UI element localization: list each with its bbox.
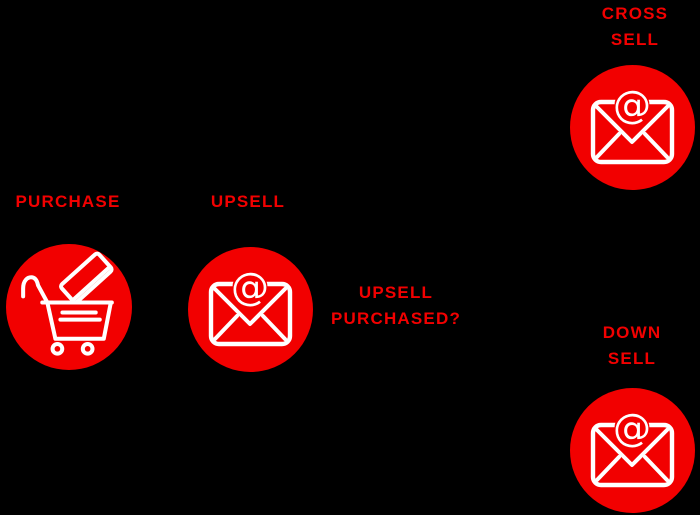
- upsell-label: UPSELL: [210, 192, 286, 211]
- at-glyph: @: [613, 406, 651, 450]
- shopping-cart-icon: [21, 251, 114, 356]
- email-at-icon: @: [208, 265, 293, 347]
- at-glyph: @: [231, 265, 269, 309]
- down-sell-line-1: DOWN: [602, 323, 662, 342]
- down-sell-node: @: [570, 388, 695, 513]
- upsell-purchased-question: UPSELL PURCHASED?: [321, 280, 471, 332]
- down-sell-label: DOWN SELL: [557, 320, 700, 372]
- cross-sell-line-1: CROSS: [601, 4, 669, 23]
- cross-sell-label: CROSS SELL: [560, 1, 700, 53]
- cross-sell-node: @: [570, 65, 695, 190]
- down-sell-line-2: SELL: [607, 349, 657, 368]
- purchase-label: PURCHASE: [15, 192, 121, 211]
- email-at-icon: @: [590, 83, 675, 165]
- purchase-node: [6, 244, 132, 370]
- email-at-icon: @: [590, 406, 675, 488]
- decision-line-2: PURCHASED?: [330, 309, 462, 328]
- cross-sell-line-2: SELL: [610, 30, 660, 49]
- upsell-node: @: [188, 247, 313, 372]
- at-glyph: @: [613, 83, 651, 127]
- decision-line-1: UPSELL: [358, 283, 434, 302]
